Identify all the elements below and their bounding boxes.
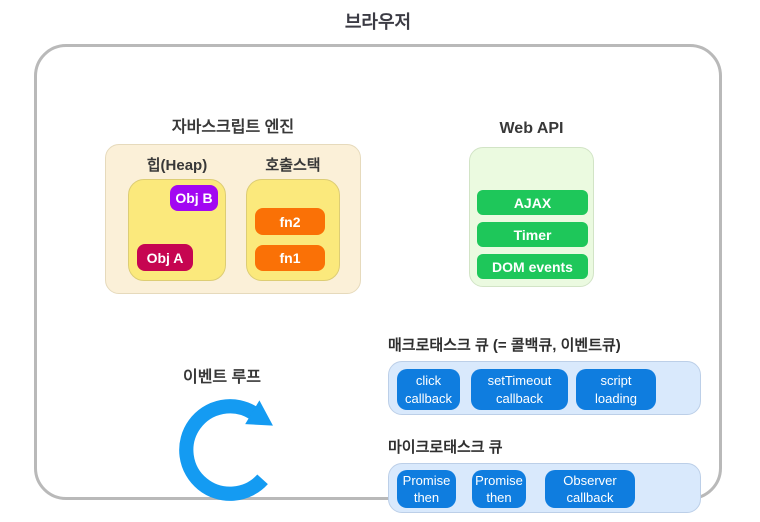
task-line: callback <box>496 390 543 406</box>
microtask-queue-label: 마이크로태스크 큐 <box>388 439 503 456</box>
macrotask-queue-label: 매크로태스크 큐 (= 콜백큐, 이벤트큐) <box>388 337 621 354</box>
task-line: callback <box>566 490 614 505</box>
microtask-item-observer-callback: Observer callback <box>545 470 635 508</box>
web-api-box: AJAX Timer DOM events <box>469 147 594 287</box>
event-loop-label: 이벤트 루프 <box>182 369 262 386</box>
web-api-item-dom-events: DOM events <box>477 254 588 279</box>
web-api-item-ajax: AJAX <box>477 190 588 215</box>
macrotask-item-script-loading: script loading <box>576 369 656 410</box>
macrotask-queue-box: click callback setTimeout callback scrip… <box>388 361 701 415</box>
task-line: then <box>413 490 440 505</box>
macrotask-item-click-callback: click callback <box>397 369 460 410</box>
task-line: setTimeout <box>487 373 552 389</box>
stack-frame-fn1: fn1 <box>255 245 325 271</box>
js-engine-label: 자바스크립트 엔진 <box>171 119 295 136</box>
task-line: Promise <box>475 472 523 488</box>
heap-box: Obj B Obj A <box>128 179 226 281</box>
circular-arrow-clockwise-icon <box>173 393 287 507</box>
task-line: then <box>486 490 512 505</box>
task-line: Promise <box>402 472 451 488</box>
call-stack-label: 호출스택 <box>265 157 321 174</box>
microtask-item-promise-then-1: Promise then <box>397 470 456 508</box>
task-line: loading <box>595 390 637 406</box>
task-line: click <box>415 373 442 389</box>
macrotask-item-settimeout-callback: setTimeout callback <box>471 369 568 410</box>
web-api-item-timer: Timer <box>477 222 588 247</box>
heap-label: 힙(Heap) <box>146 157 208 174</box>
browser-container: 자바스크립트 엔진 힙(Heap) 호출스택 Obj B Obj A fn2 f… <box>34 44 722 513</box>
microtask-queue-box: Promise then Promise then Observer callb… <box>388 463 701 513</box>
task-line: Observer <box>563 472 617 488</box>
heap-object-a: Obj A <box>137 244 193 271</box>
js-engine-box: 힙(Heap) 호출스택 Obj B Obj A fn2 fn1 <box>105 144 361 294</box>
stack-frame-fn2: fn2 <box>255 208 325 235</box>
diagram-title: 브라우저 <box>344 12 412 32</box>
web-api-label: Web API <box>499 120 564 137</box>
microtask-item-promise-then-2: Promise then <box>472 470 526 508</box>
task-line: script <box>600 373 632 389</box>
task-line: callback <box>405 390 452 406</box>
heap-object-b: Obj B <box>170 185 218 211</box>
call-stack-box: fn2 fn1 <box>246 179 340 281</box>
